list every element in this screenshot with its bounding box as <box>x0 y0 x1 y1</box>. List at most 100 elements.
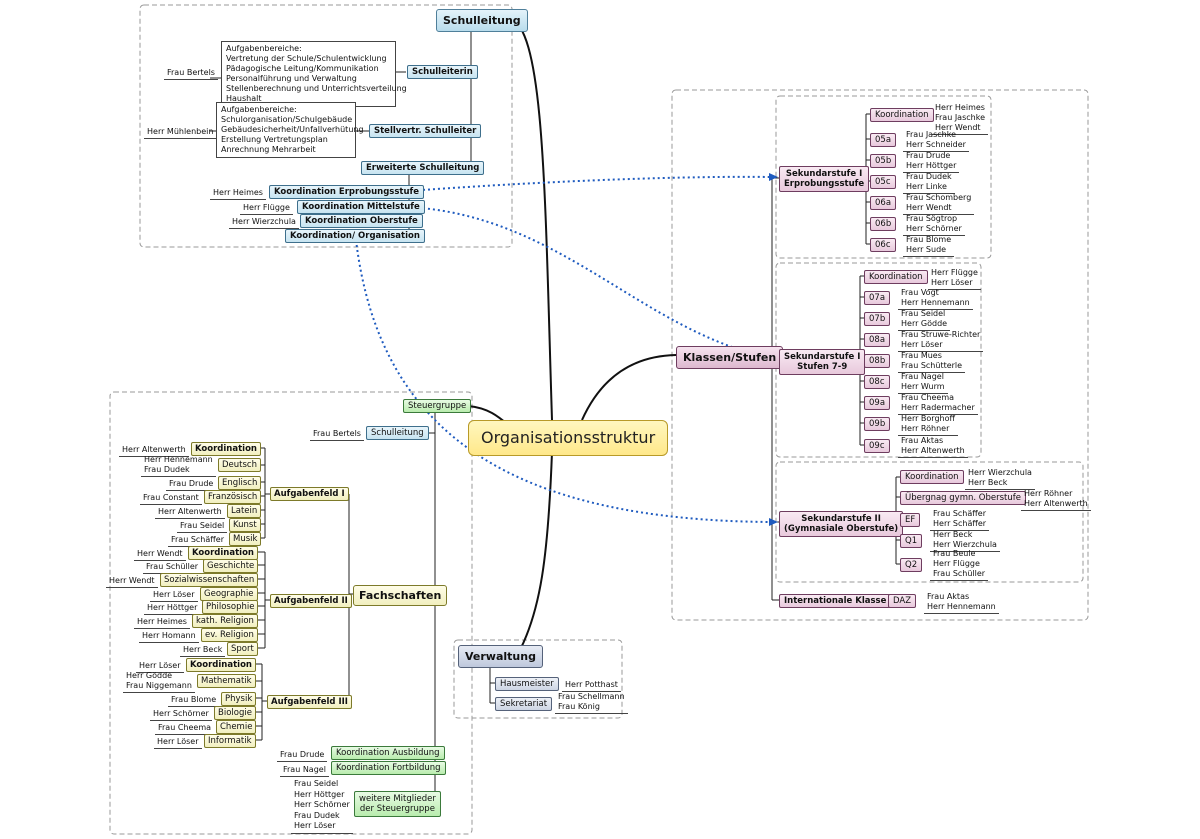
schulleitung-frame <box>139 4 513 248</box>
mittelstufe-node[interactable]: Sekundarstufe I Stufen 7-9 <box>779 349 866 375</box>
fach-node-af3-3[interactable]: Biologie <box>214 706 256 720</box>
fach-node-af1-3[interactable]: Französisch <box>204 490 262 504</box>
class-persons-05a: Frau Jaschke Herr Schneider <box>903 129 969 152</box>
koordination-erprobung-node[interactable]: Koordination Erprobungsstufe <box>269 185 425 199</box>
fach-person-af3-1: Herr Gödde Frau Niggemann <box>123 670 195 693</box>
steuergruppe-schulleitung-node[interactable]: Schulleitung <box>366 426 429 440</box>
class-node-09c[interactable]: 09c <box>864 439 890 453</box>
koordination-oberstufe-person: Herr Wierzchula <box>229 216 299 229</box>
class-node-05c[interactable]: 05c <box>870 175 896 189</box>
class-persons-05b: Frau Drude Herr Höttger <box>903 150 960 173</box>
class-node-06a[interactable]: 06a <box>870 196 897 210</box>
class-node-08a[interactable]: 08a <box>864 333 891 347</box>
fach-person-af3-0: Herr Löser <box>136 660 184 673</box>
fach-node-af1-5[interactable]: Kunst <box>229 518 261 532</box>
erprobung-frame <box>775 95 992 259</box>
aufgabenfeld-3-node[interactable]: Aufgabenfeld III <box>267 695 352 709</box>
aufgabenfeld-1-node[interactable]: Aufgabenfeld I <box>270 487 349 501</box>
class-node-05a[interactable]: 05a <box>870 133 897 147</box>
class-persons-09c: Frau Aktas Herr Altenwerth <box>898 435 968 458</box>
class-node-05b[interactable]: 05b <box>870 154 897 168</box>
daz-node[interactable]: DAZ <box>888 594 917 608</box>
stufe-node-Q2[interactable]: Q2 <box>900 558 923 572</box>
root-node[interactable]: Organisationsstruktur <box>468 420 669 456</box>
fach-person-af2-2: Herr Wendt <box>106 575 158 588</box>
oberstufe-node[interactable]: Sekundarstufe II (Gymnasiale Oberstufe) <box>779 511 904 537</box>
stellvertreter-node[interactable]: Stellvertr. Schulleiter <box>369 124 482 138</box>
koordination-mittelstufe-person: Herr Flügge <box>240 202 293 215</box>
class-persons-05c: Frau Dudek Herr Linke <box>903 171 955 194</box>
stufe-node-EF[interactable]: EF <box>900 513 921 527</box>
fach-person-af3-4: Frau Cheema <box>155 722 215 735</box>
koordination-fortbildung-node[interactable]: Koordination Fortbildung <box>331 761 446 775</box>
hausmeister-node[interactable]: Hausmeister <box>495 677 559 691</box>
fach-node-af2-2[interactable]: Sozialwissenschaften <box>160 573 259 587</box>
erprobungsstufe-node[interactable]: Sekundarstufe I Erprobungsstufe <box>779 166 870 192</box>
class-persons-09b: Herr Borghoff Herr Röhner <box>898 413 959 436</box>
fach-node-af2-3[interactable]: Geographie <box>200 587 258 601</box>
fach-person-af2-6: Herr Homann <box>139 630 199 643</box>
fach-node-af3-2[interactable]: Physik <box>221 692 257 706</box>
class-node-06b[interactable]: 06b <box>870 217 897 231</box>
steuergruppe-frame <box>109 391 473 835</box>
class-node-07a[interactable]: 07a <box>864 291 891 305</box>
koordination-mittelstufe-node[interactable]: Koordination Mittelstufe <box>297 200 425 214</box>
fach-node-af1-1[interactable]: Deutsch <box>218 458 261 472</box>
weitere-mitglieder-node[interactable]: weitere Mitglieder der Steuergruppe <box>354 791 441 817</box>
class-node-09a[interactable]: 09a <box>864 396 891 410</box>
uebergang-persons: Herr Röhner Herr Altenwerth <box>1021 488 1091 511</box>
class-node-08c[interactable]: 08c <box>864 375 890 389</box>
schulleitung-node[interactable]: Schulleitung <box>436 9 528 32</box>
stufe-node-Q1[interactable]: Q1 <box>900 534 923 548</box>
sekretariat-node[interactable]: Sekretariat <box>495 697 553 711</box>
aufgabenfeld-2-node[interactable]: Aufgabenfeld II <box>270 594 352 608</box>
internationale-klasse-node[interactable]: Internationale Klasse <box>779 594 892 608</box>
fach-person-af3-5: Herr Löser <box>154 736 202 749</box>
class-persons-08b: Frau Mues Frau Schütterle <box>898 350 966 373</box>
koordination-erprobung-person: Herr Heimes <box>210 187 266 200</box>
class-node-06c[interactable]: 06c <box>870 238 896 252</box>
fach-node-af3-4[interactable]: Chemie <box>216 720 257 734</box>
fach-node-af2-7[interactable]: Sport <box>227 642 258 656</box>
mittel-koordination[interactable]: Koordination <box>864 270 928 284</box>
ober-koordination[interactable]: Koordination <box>900 470 964 484</box>
class-persons-08a: Frau Struwe-Richter Herr Löser <box>898 329 984 352</box>
uebergang-node[interactable]: Übergnag gymn. Oberstufe <box>900 491 1026 505</box>
ober-koordination-persons: Herr Wierzchula Herr Beck <box>965 467 1035 490</box>
link-oberstufe <box>355 239 771 523</box>
erweiterte-schulleitung-node[interactable]: Erweiterte Schulleitung <box>361 161 485 175</box>
class-node-08b[interactable]: 08b <box>864 354 891 368</box>
fach-node-af2-1[interactable]: Geschichte <box>203 559 259 573</box>
class-node-07b[interactable]: 07b <box>864 312 891 326</box>
fach-node-af3-1[interactable]: Mathematik <box>197 674 256 688</box>
fach-node-af2-0[interactable]: Koordination <box>188 546 258 560</box>
fach-node-af3-0[interactable]: Koordination <box>186 658 256 672</box>
koordination-organisation-node[interactable]: Koordination/ Organisation <box>285 229 425 243</box>
link-erprobung <box>407 175 771 192</box>
stufe-persons-EF: Frau Schäffer Herr Schäffer <box>930 508 990 531</box>
mittel-koordination-persons: Herr Flügge Herr Löser <box>928 267 981 290</box>
koordination-oberstufe-node[interactable]: Koordination Oberstufe <box>300 214 423 228</box>
schulleiterin-aufgaben: Aufgabenbereiche: Vertretung der Schule/… <box>221 41 407 107</box>
fach-node-af1-0[interactable]: Koordination <box>191 442 261 456</box>
fach-node-af2-5[interactable]: kath. Religion <box>192 614 258 628</box>
fach-node-af1-6[interactable]: Musik <box>229 532 262 546</box>
schulleiterin-node[interactable]: Schulleiterin <box>407 65 478 79</box>
klassen-stufen-node[interactable]: Klassen/Stufen <box>676 346 784 369</box>
fach-node-af2-6[interactable]: ev. Religion <box>201 628 258 642</box>
koordination-ausbildung-person: Frau Drude <box>277 749 328 762</box>
fach-node-af1-2[interactable]: Englisch <box>218 476 262 490</box>
verwaltung-node[interactable]: Verwaltung <box>458 645 543 668</box>
steuergruppe-node[interactable]: Steuergruppe <box>403 399 472 413</box>
fach-person-af1-4: Herr Altenwerth <box>155 506 225 519</box>
erprobung-koordination[interactable]: Koordination <box>870 108 934 122</box>
fachschaften-node[interactable]: Fachschaften <box>353 585 448 606</box>
steuergruppe-schulleitung-person: Frau Bertels <box>310 428 364 441</box>
fach-node-af2-4[interactable]: Philosophie <box>202 600 259 614</box>
fach-node-af1-4[interactable]: Latein <box>227 504 262 518</box>
koordination-ausbildung-node[interactable]: Koordination Ausbildung <box>331 746 445 760</box>
class-persons-06a: Frau Schomberg Herr Wendt <box>903 192 975 215</box>
class-node-09b[interactable]: 09b <box>864 417 891 431</box>
fach-node-af3-5[interactable]: Informatik <box>204 734 256 748</box>
